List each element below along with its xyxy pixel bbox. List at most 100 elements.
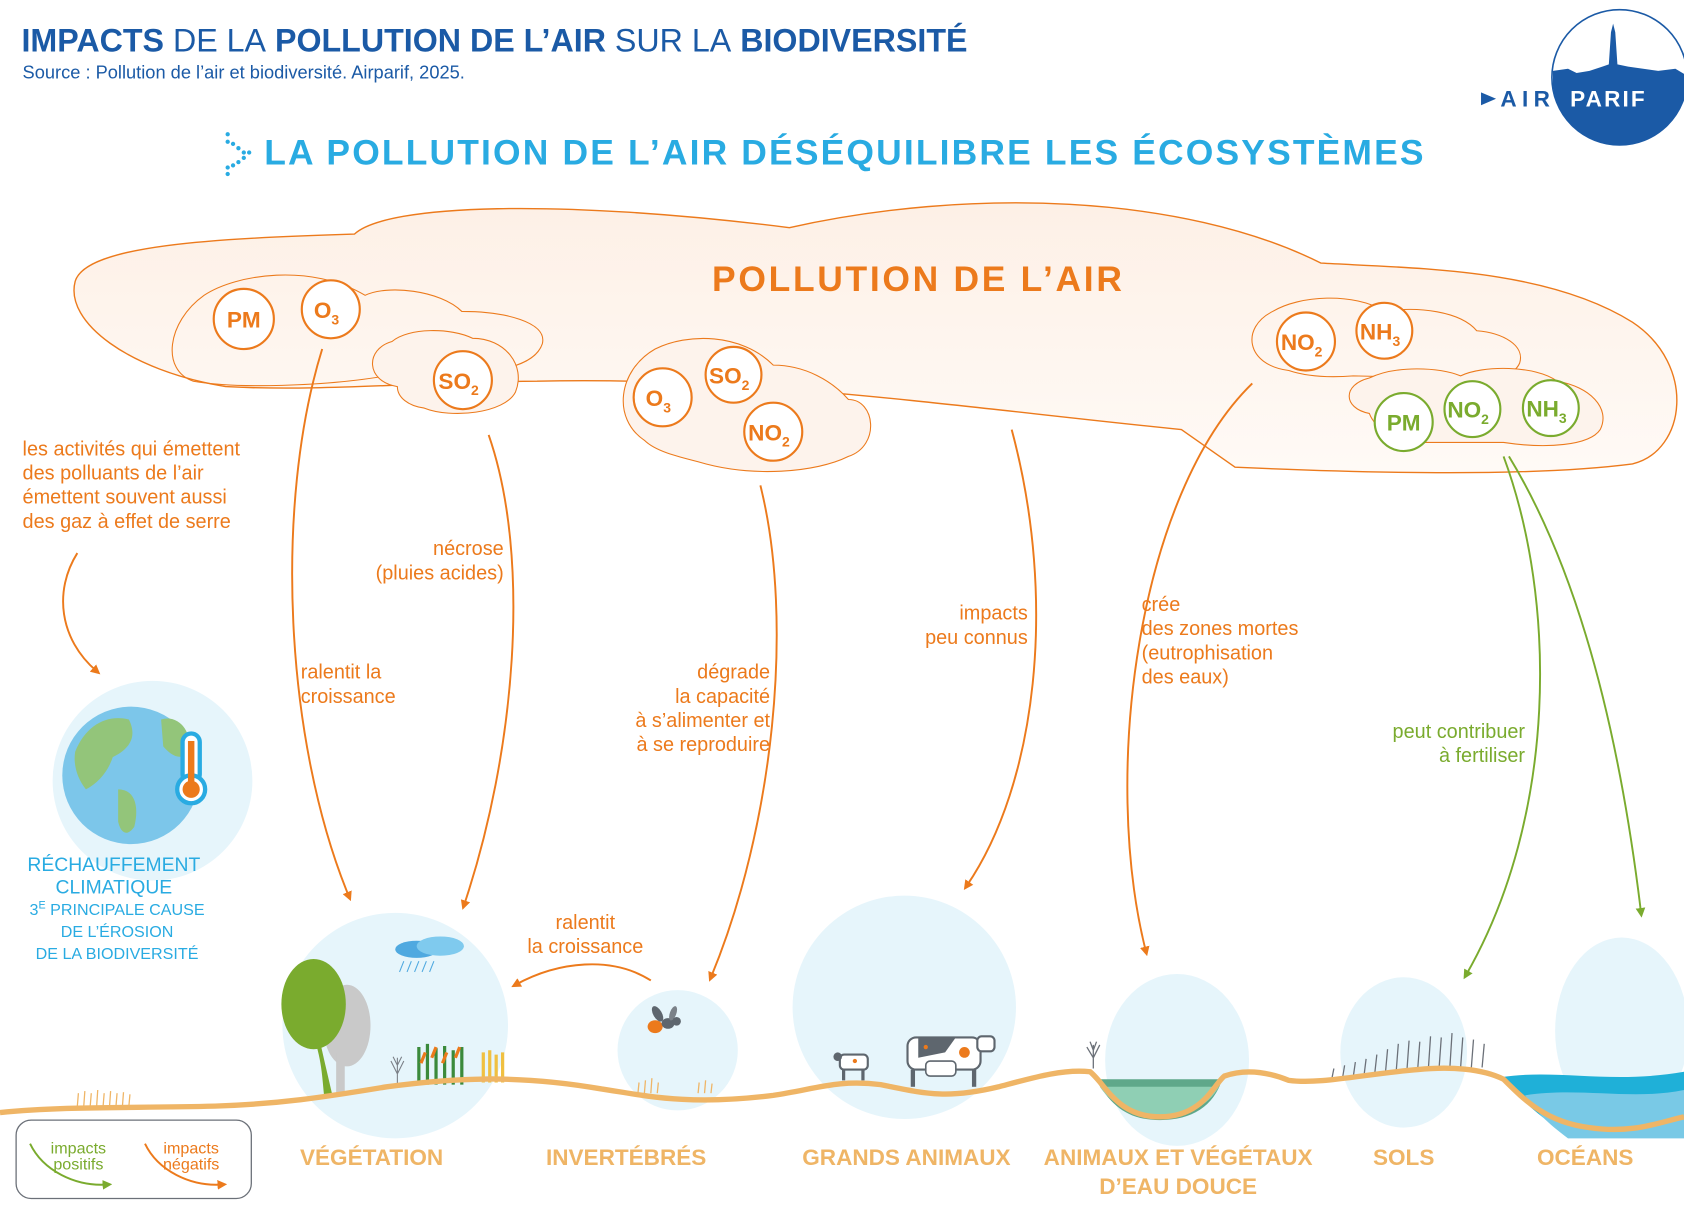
crops-icon [417,1043,505,1085]
label-freshwater: ANIMAUX ET VÉGÉTAUX D’EAU DOUCE [1044,1145,1313,1199]
legend-positive-arrow [29,1143,113,1190]
text-line: peu connus [925,627,1028,649]
vegetation-scene [281,936,505,1098]
title-part: SUR LA [606,23,740,59]
main-title: IMPACTS DE LA POLLUTION DE L’AIR SUR LA … [21,23,967,59]
pollutant-no2: NO2 [743,401,804,462]
arrow-no2-invertebrates [708,485,778,982]
text-line: ralentit la [301,662,383,684]
title-part: BIODIVERSITÉ [740,23,967,59]
svg-text:NO2: NO2 [1281,330,1323,359]
text-line: des gaz à effet de serre [23,511,231,533]
pollutant-cloud-2 [622,337,872,472]
rank-rest: PRINCIPALE CAUSE [46,901,205,919]
pollutant-nh3: NH3 [1355,301,1414,360]
text-line: des eaux) [1142,667,1229,689]
legend-negative-arrow [144,1143,228,1190]
tree-green-icon [281,959,346,1098]
svg-text:SO2: SO2 [709,363,750,392]
svg-text:O3: O3 [314,298,340,327]
text-line: CLIMATIQUE [55,877,172,898]
section-header: LA POLLUTION DE L’AIR DÉSÉQUILIBRE LES É… [225,132,1425,177]
arrow-air-large-animals [963,429,1038,890]
text-line: ralentit [556,912,616,934]
rain-cloud-icon [395,936,464,973]
text-line: croissance [301,686,396,708]
ground-line [0,1065,1684,1133]
text-line: SOLS [1373,1145,1434,1170]
air-pollution-cloud: POLLUTION DE L’AIR [73,202,1678,474]
pollutant-o3: O3 [632,367,693,428]
text-line: nécrose [433,538,504,560]
text-line: positifs [53,1155,103,1173]
invertebrates-bubble [617,990,738,1111]
arrow-ghg-to-climate [62,552,101,675]
note-necrose: nécrose(pluies acides) [376,538,504,584]
arrow-so2-vegetation [460,434,515,910]
cow-icon [906,1035,996,1087]
text-line: ANIMAUX ET VÉGÉTAUX [1044,1145,1313,1170]
pollutant-nh3: NH3 [1521,379,1580,438]
arrow-pm-vegetation [291,348,352,902]
text-line: à fertiliser [1439,745,1525,767]
svg-text:PM: PM [1387,411,1421,436]
pollutant-pm: PM [1373,391,1434,453]
dead-tree-icon [1086,1041,1101,1069]
svg-text:NO2: NO2 [1447,398,1489,427]
arrow-inv-vegetation [511,963,652,988]
text-line: 3E PRINCIPALE CAUSE [30,900,205,919]
section-title: LA POLLUTION DE L’AIR DÉSÉQUILIBRE LES É… [264,132,1425,172]
text-line: crée [1142,594,1181,616]
label-invertebrates: INVERTÉBRÉS [546,1145,706,1170]
rank: 3 [30,901,39,919]
cloud-title: POLLUTION DE L’AIR [712,259,1125,299]
svg-text:PM: PM [227,308,261,333]
text-line: RÉCHAUFFEMENT [27,853,200,876]
pollutant-so2: SO2 [432,350,493,411]
label-oceans: OCÉANS [1537,1145,1633,1170]
arrow-green-oceans [1508,455,1646,918]
dotted-chevron-icon [225,132,252,177]
climate-description: 3E PRINCIPALE CAUSE DE L’ÉROSION DE LA BIO… [30,900,205,963]
text-line: la capacité [675,686,770,708]
cows-icon [833,1035,996,1087]
label-soils: SOLS [1373,1145,1434,1170]
text-line: DE L’ÉROSION [61,922,174,941]
pollutant-so2: SO2 [704,345,763,404]
bee-icon [647,1006,681,1034]
skyline-icon [1552,23,1684,145]
text-line: D’EAU DOUCE [1099,1174,1257,1199]
pollutant-o3: O3 [300,279,361,340]
ecosystem-bubbles [282,895,1684,1146]
title-part: DE LA [164,23,275,59]
rank-sup: E [39,900,46,912]
text-line: DE LA BIODIVERSITÉ [36,944,199,963]
text-line: des polluants de l’air [23,463,204,485]
text-line: VÉGÉTATION [300,1145,443,1170]
pollutant-no2: NO2 [1443,380,1502,439]
arrow-green-soils [1463,456,1541,980]
pollutant-pm: PM [212,287,275,351]
impact-arrows [62,348,1646,988]
text-line: dégrade [697,662,770,684]
text-line: impacts [51,1139,106,1157]
source-line: Source : Pollution de l’air et biodivers… [23,61,465,82]
svg-text:NH3: NH3 [1360,319,1401,348]
svg-text:SO2: SO2 [438,369,479,398]
header: IMPACTS DE LA POLLUTION DE L’AIR SUR LA … [21,23,967,83]
text-line: les activités qui émettent [23,438,241,460]
svg-text:NO2: NO2 [748,420,790,449]
text-line: à se reproduire [636,734,770,756]
text-line: impacts [163,1139,218,1157]
freshwater-bubble [1105,974,1250,1146]
